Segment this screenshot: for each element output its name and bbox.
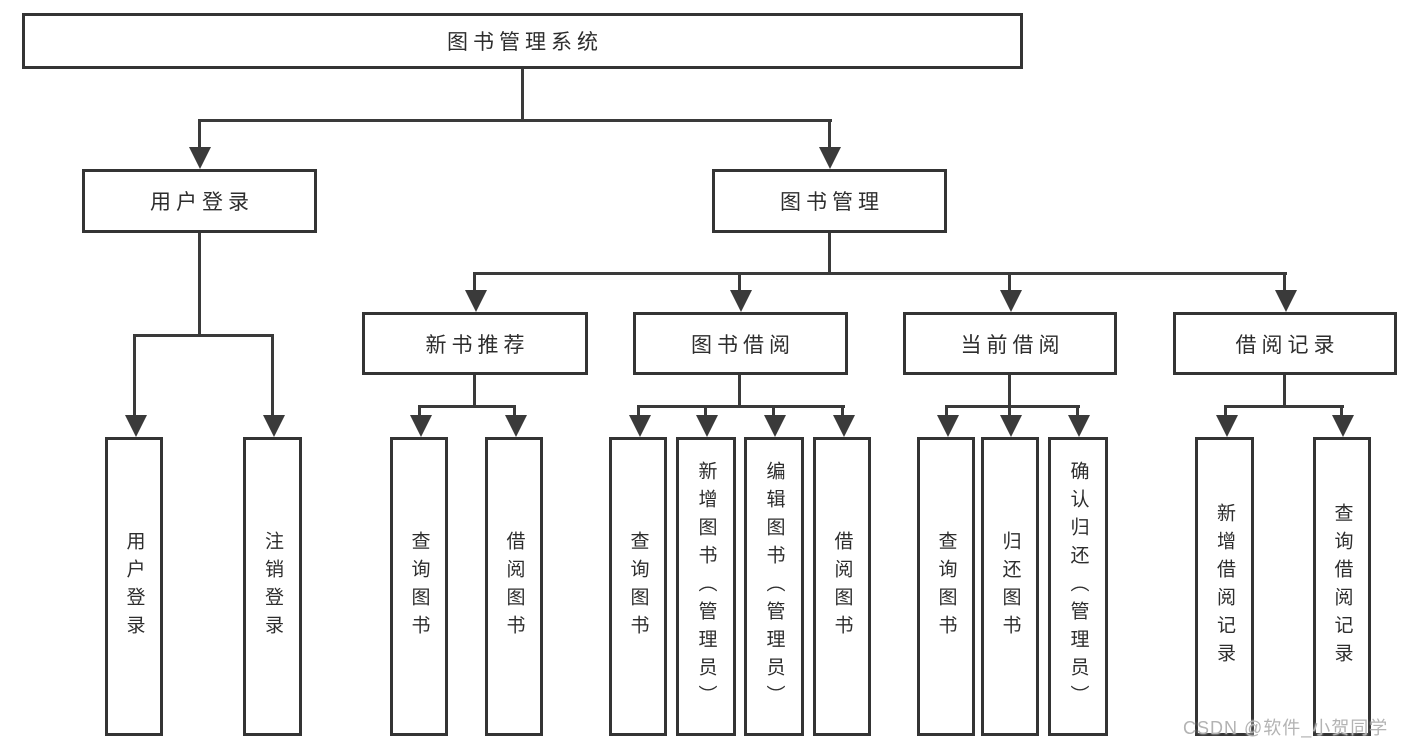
- leaf-query-books-1-label: 查询图书: [408, 530, 430, 643]
- leaf-logout: 注销登录: [243, 437, 302, 736]
- connector-line: [271, 336, 274, 415]
- node-book-management-label: 图书管理: [780, 191, 884, 214]
- arrow-down-icon: [125, 415, 147, 437]
- node-root-label: 图书管理系统: [447, 31, 603, 54]
- connector-line: [418, 407, 421, 417]
- connector-line: [945, 405, 1080, 408]
- connector-line: [945, 407, 948, 417]
- connector-line: [841, 407, 844, 417]
- leaf-confirm-return-admin: 确认归还（管理员）: [1048, 437, 1108, 736]
- arrow-down-icon: [505, 415, 527, 437]
- connector-line: [1008, 407, 1011, 417]
- leaf-return-books: 归还图书: [981, 437, 1039, 736]
- node-current-borrow-label: 当前借阅: [960, 333, 1065, 357]
- connector-line: [637, 405, 845, 408]
- arrow-down-icon: [937, 415, 959, 437]
- leaf-query-books-1: 查询图书: [390, 437, 448, 736]
- connector-line: [828, 121, 831, 147]
- node-book-management: 图书管理: [712, 169, 947, 233]
- node-borrow-records: 借阅记录: [1173, 312, 1397, 375]
- arrow-down-icon: [1332, 415, 1354, 437]
- leaf-edit-books-admin: 编辑图书（管理员）: [744, 437, 804, 736]
- connector-line: [473, 274, 476, 292]
- connector-line: [637, 407, 640, 417]
- leaf-confirm-return-admin-label: 确认归还（管理员）: [1067, 460, 1089, 713]
- connector-line: [828, 233, 831, 274]
- leaf-user-login: 用户登录: [105, 437, 163, 736]
- arrow-down-icon: [764, 415, 786, 437]
- arrow-down-icon: [1216, 415, 1238, 437]
- leaf-borrow-books-2-label: 借阅图书: [831, 530, 853, 643]
- connector-line: [738, 375, 741, 407]
- connector-line: [1008, 274, 1011, 292]
- connector-line: [473, 375, 476, 407]
- leaf-add-borrow-record-label: 新增借阅记录: [1214, 502, 1235, 671]
- arrow-down-icon: [730, 290, 752, 312]
- leaf-add-books-admin-label: 新增图书（管理员）: [695, 460, 717, 713]
- arrow-down-icon: [410, 415, 432, 437]
- leaf-query-borrow-record-label: 查询借阅记录: [1331, 502, 1353, 671]
- connector-line: [1076, 407, 1079, 417]
- arrow-down-icon: [833, 415, 855, 437]
- connector-line: [772, 407, 775, 417]
- arrow-down-icon: [629, 415, 651, 437]
- leaf-borrow-books-2: 借阅图书: [813, 437, 871, 736]
- arrow-down-icon: [696, 415, 718, 437]
- csdn-watermark: CSDN @软件_小贺同学: [1183, 718, 1389, 738]
- node-current-borrow: 当前借阅: [903, 312, 1117, 375]
- node-root: 图书管理系统: [22, 13, 1023, 69]
- connector-line: [738, 274, 741, 292]
- arrow-down-icon: [1000, 415, 1022, 437]
- arrow-down-icon: [1275, 290, 1297, 312]
- leaf-query-books-3-label: 查询图书: [935, 530, 957, 643]
- connector-line: [473, 272, 1287, 275]
- leaf-add-books-admin: 新增图书（管理员）: [676, 437, 736, 736]
- connector-line: [133, 334, 274, 337]
- node-book-borrow-label: 图书借阅: [691, 333, 795, 357]
- connector-line: [1224, 407, 1227, 417]
- node-borrow-records-label: 借阅记录: [1235, 333, 1340, 357]
- connector-line: [1224, 405, 1344, 408]
- connector-line: [1283, 375, 1286, 407]
- leaf-query-books-2-label: 查询图书: [627, 530, 649, 643]
- connector-line: [521, 69, 524, 121]
- leaf-add-borrow-record: 新增借阅记录: [1195, 437, 1254, 736]
- leaf-logout-label: 注销登录: [262, 530, 283, 643]
- leaf-query-books-2: 查询图书: [609, 437, 667, 736]
- connector-line: [133, 336, 136, 415]
- leaf-edit-books-admin-label: 编辑图书（管理员）: [763, 460, 785, 713]
- arrow-down-icon: [465, 290, 487, 312]
- node-user-login-label: 用户登录: [150, 191, 254, 214]
- node-user-login: 用户登录: [82, 169, 317, 233]
- arrow-down-icon: [263, 415, 285, 437]
- arrow-down-icon: [189, 147, 211, 169]
- node-new-book-recommend: 新书推荐: [362, 312, 588, 375]
- leaf-query-borrow-record: 查询借阅记录: [1313, 437, 1371, 736]
- connector-line: [198, 119, 832, 122]
- arrow-down-icon: [1068, 415, 1090, 437]
- leaf-borrow-books-1: 借阅图书: [485, 437, 543, 736]
- connector-line: [1008, 375, 1011, 407]
- connector-line: [418, 405, 516, 408]
- connector-line: [1340, 407, 1343, 417]
- connector-line: [198, 233, 201, 336]
- connector-line: [1283, 274, 1286, 292]
- leaf-user-login-label: 用户登录: [123, 530, 145, 643]
- connector-line: [704, 407, 707, 417]
- connector-line: [198, 121, 201, 147]
- connector-line: [513, 407, 516, 417]
- node-new-book-recommend-label: 新书推荐: [425, 333, 530, 357]
- node-book-borrow: 图书借阅: [633, 312, 848, 375]
- leaf-return-books-label: 归还图书: [999, 530, 1021, 643]
- arrow-down-icon: [819, 147, 841, 169]
- leaf-query-books-3: 查询图书: [917, 437, 975, 736]
- leaf-borrow-books-1-label: 借阅图书: [503, 530, 525, 643]
- arrow-down-icon: [1000, 290, 1022, 312]
